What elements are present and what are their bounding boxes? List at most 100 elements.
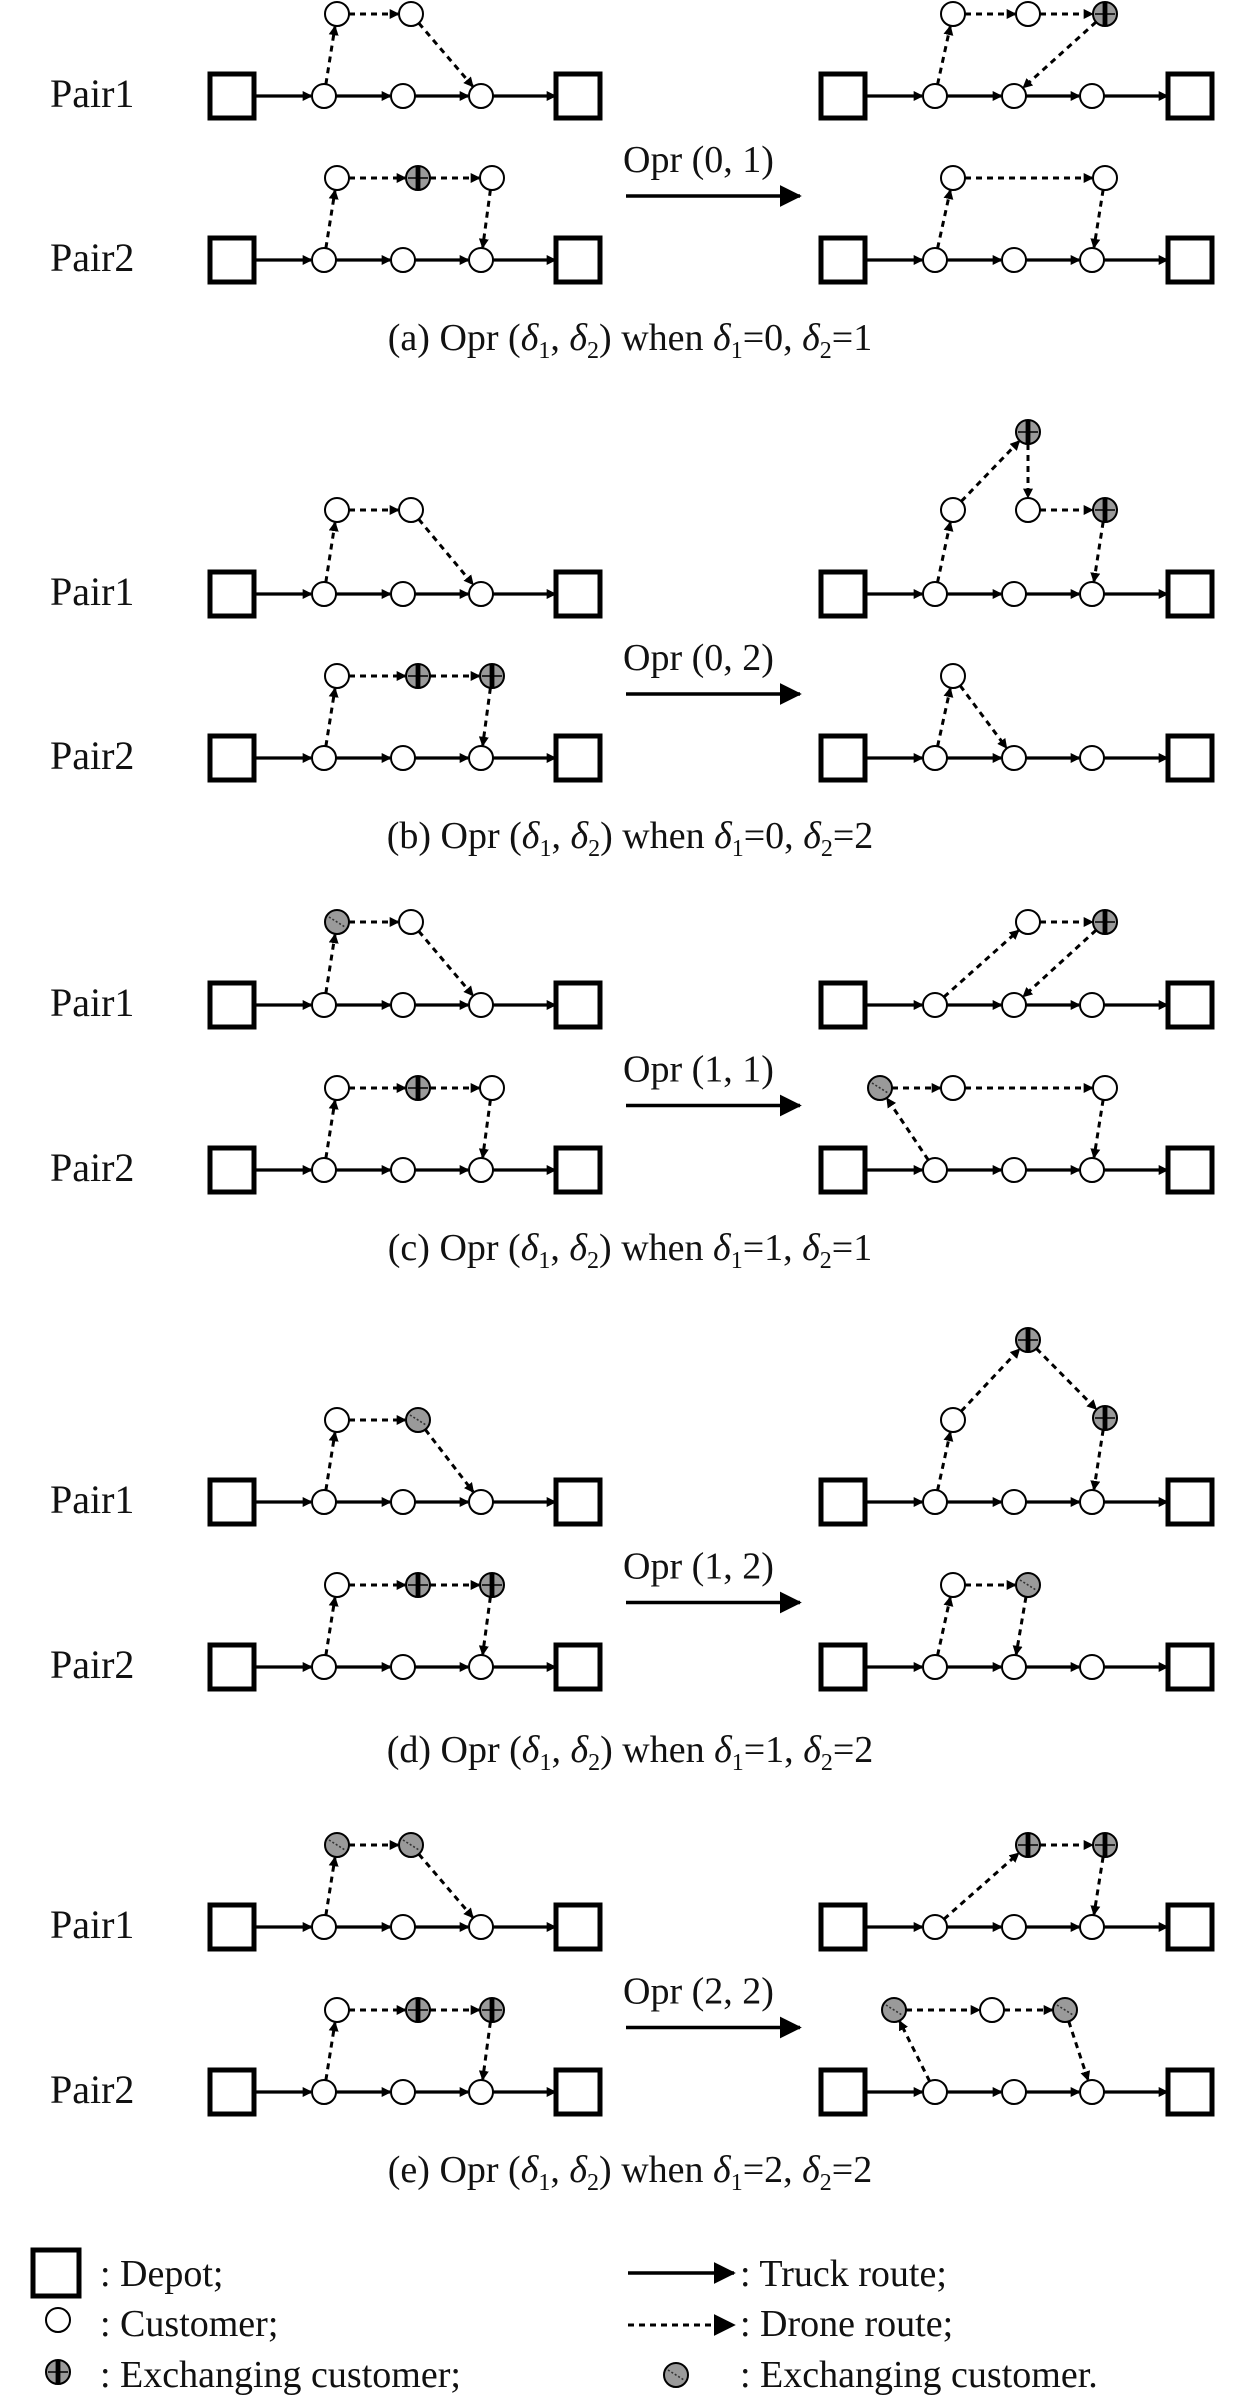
drone-route-arrow — [943, 1852, 1020, 1921]
customer-node — [940, 1, 966, 27]
customer-node — [1079, 83, 1105, 109]
customer-node — [311, 2079, 337, 2105]
customer-node — [468, 1157, 494, 1183]
drone-route-arrow — [417, 22, 474, 88]
customer-node — [922, 581, 948, 607]
customer-node — [468, 1654, 494, 1680]
drone-route-arrow — [478, 2021, 492, 2081]
drone-route-arrow — [1090, 521, 1105, 583]
customer-node — [1079, 1157, 1105, 1183]
exchange-hatch-mark — [328, 1839, 346, 1851]
depot-node — [818, 235, 868, 285]
drone-route-arrow — [324, 1431, 339, 1491]
drone-route-arrow — [936, 25, 954, 85]
customer-node — [324, 497, 350, 523]
customer-node — [45, 2307, 71, 2333]
drone-route-arrow — [1022, 928, 1098, 998]
exchange-hatch-mark — [667, 2369, 685, 2381]
exchange-hatch-mark — [1019, 1579, 1037, 1591]
customer-node — [940, 497, 966, 523]
panel-caption: (d) Opr (δ1, δ2) when δ1=1, δ2=2 — [387, 1729, 874, 1776]
drone-route-arrow — [936, 687, 954, 747]
customer-node — [1015, 909, 1041, 935]
customer-node — [311, 992, 337, 1018]
drone-route-arrow — [1090, 1856, 1105, 1916]
drone-route-arrow — [324, 1596, 339, 1656]
customer-node — [940, 1075, 966, 1101]
customer-node — [1001, 1654, 1027, 1680]
customer-node — [311, 83, 337, 109]
customer-node — [311, 1654, 337, 1680]
customer-node — [1079, 1654, 1105, 1680]
pair1-label: Pair1 — [50, 980, 134, 1025]
customer-node — [324, 165, 350, 191]
depot-node — [818, 1902, 868, 1952]
customer-node — [1001, 1489, 1027, 1515]
depot-node — [553, 980, 603, 1030]
operator-label: Opr (1, 1) — [623, 1049, 774, 1091]
depot-node — [207, 733, 257, 783]
depot-node — [553, 235, 603, 285]
customer-node — [390, 992, 416, 1018]
customer-node — [940, 1572, 966, 1598]
customer-node — [390, 2079, 416, 2105]
drone-route-arrow — [478, 1099, 492, 1159]
depot-node — [553, 733, 603, 783]
customer-node — [922, 1157, 948, 1183]
exchange-hatch-mark — [885, 2004, 903, 2016]
customer-node — [311, 745, 337, 771]
depot-node — [553, 71, 603, 121]
customer-node — [468, 2079, 494, 2105]
customer-node — [390, 581, 416, 607]
customer-node — [922, 745, 948, 771]
depot-node — [818, 1477, 868, 1527]
customer-node — [922, 1914, 948, 1940]
customer-node — [311, 1489, 337, 1515]
drone-route-arrow — [898, 2020, 931, 2082]
customer-node — [311, 1914, 337, 1940]
operator-label: Opr (0, 1) — [623, 139, 774, 181]
exchange-hatch-mark — [871, 1082, 889, 1094]
depot-node — [818, 980, 868, 1030]
drone-route-arrow — [958, 684, 1008, 749]
depot-node — [553, 1642, 603, 1692]
depot-node — [207, 71, 257, 121]
drone-route-arrow — [478, 189, 492, 249]
customer-node — [1079, 2079, 1105, 2105]
pair2-label: Pair2 — [50, 733, 134, 778]
customer-node — [390, 745, 416, 771]
customer-node — [390, 1654, 416, 1680]
customer-node — [940, 663, 966, 689]
customer-node — [922, 992, 948, 1018]
customer-node — [1079, 1914, 1105, 1940]
customer-node — [1015, 1, 1041, 27]
customer-node — [940, 1407, 966, 1433]
depot-node — [818, 2067, 868, 2117]
customer-node — [1079, 581, 1105, 607]
customer-node — [311, 1157, 337, 1183]
depot-node — [1165, 1642, 1215, 1692]
drone-route-arrow — [936, 189, 954, 249]
pair1-label: Pair1 — [50, 1477, 134, 1522]
customer-node — [468, 581, 494, 607]
customer-node — [922, 1489, 948, 1515]
customer-node — [390, 247, 416, 273]
depot-node — [1165, 1145, 1215, 1195]
depot-node — [1165, 71, 1215, 121]
drone-route-arrow — [936, 1596, 954, 1656]
legend-depot-symbol — [30, 2247, 82, 2299]
panel-caption: (c) Opr (δ1, δ2) when δ1=1, δ2=1 — [388, 1227, 872, 1274]
drone-route-arrow — [324, 521, 339, 583]
legend-truck-label: : Truck route; — [740, 2253, 947, 2295]
drone-route-arrow — [1090, 1099, 1105, 1159]
customer-node — [468, 745, 494, 771]
customer-node — [479, 1075, 505, 1101]
depot-node — [207, 1477, 257, 1527]
depot-node — [818, 71, 868, 121]
customer-node — [1001, 1914, 1027, 1940]
customer-node — [1092, 165, 1118, 191]
